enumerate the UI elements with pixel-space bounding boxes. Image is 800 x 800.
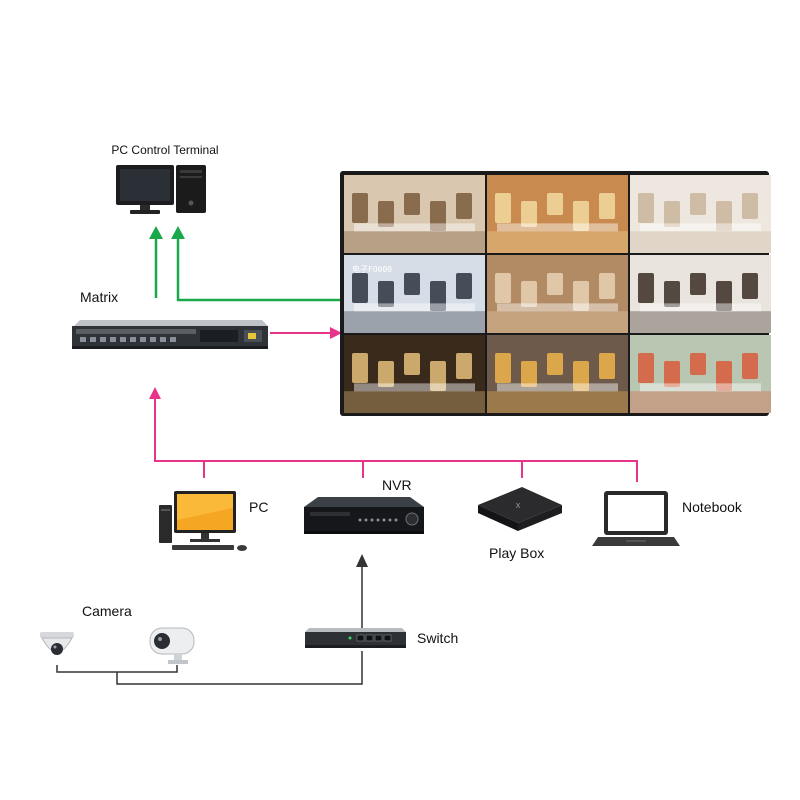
green-link-wall-to-terminal (176, 236, 340, 302)
link-camera-bus (56, 665, 178, 673)
pc-label: PC (249, 499, 268, 515)
nvr[interactable]: NVR (304, 477, 424, 534)
supermarket-icon (630, 335, 771, 413)
link-cameras-to-switch (116, 651, 363, 685)
matrix[interactable]: Matrix (72, 289, 268, 349)
network-switch-icon (305, 628, 406, 648)
magenta-links (149, 327, 638, 482)
play-box-label: Play Box (489, 545, 544, 561)
jewelry-store-icon (344, 335, 485, 413)
bookstore-cafe-icon (487, 255, 628, 333)
bullet-camera-icon (149, 627, 195, 664)
desktop-computer-icon (116, 165, 206, 214)
shoes-bags-store-icon (630, 255, 771, 333)
nvr-label: NVR (382, 477, 412, 493)
electronics-store-icon (344, 255, 485, 333)
pc-control-terminal[interactable]: PC Control Terminal (111, 143, 219, 214)
nvr-recorder-icon (304, 497, 424, 534)
matrix-label: Matrix (80, 289, 118, 305)
dome-camera-icon (40, 632, 74, 655)
magenta-arrowhead-wall (330, 327, 342, 339)
green-links (149, 226, 340, 302)
network-links (56, 554, 368, 685)
connections (56, 226, 638, 685)
matrix-switcher-icon (72, 320, 268, 349)
laptop-icon (592, 491, 680, 546)
switch-label: Switch (417, 630, 458, 646)
food-court-icon (487, 175, 628, 253)
desktop-pc-icon (159, 491, 247, 551)
magenta-arrowhead-matrix (149, 387, 161, 399)
notebook[interactable]: Notebook (592, 491, 743, 546)
pc-control-terminal-label: PC Control Terminal (111, 143, 218, 157)
play-box[interactable]: X Play Box (478, 487, 562, 561)
green-arrowhead-left (149, 226, 163, 239)
toy-store-icon (487, 335, 628, 413)
green-arrowhead-right (171, 226, 185, 239)
magenta-bus (154, 398, 638, 482)
switch[interactable]: Switch (305, 628, 458, 648)
cameras[interactable]: Camera (40, 603, 195, 664)
svg-text:X: X (516, 502, 521, 510)
cosmetics-store-icon (630, 175, 771, 253)
store-sign-text: 电子FO000 (352, 264, 392, 274)
clothing-store-icon (344, 175, 485, 253)
pc[interactable]: PC (159, 491, 268, 551)
black-arrowhead-nvr (356, 554, 368, 567)
camera-label: Camera (82, 603, 132, 619)
video-wall: 电子FO000 (340, 171, 771, 416)
media-box-icon: X (478, 487, 562, 531)
notebook-label: Notebook (682, 499, 743, 515)
video-wall-tiles (344, 175, 771, 413)
